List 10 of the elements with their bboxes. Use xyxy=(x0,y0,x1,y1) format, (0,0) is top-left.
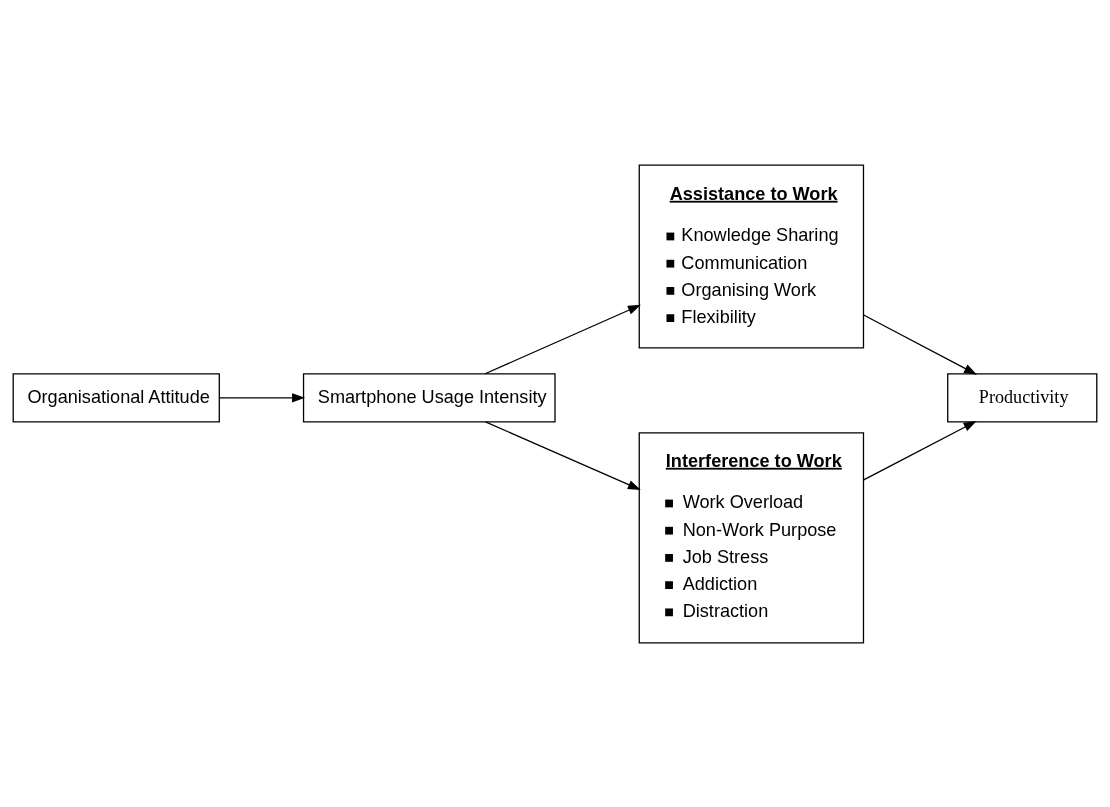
arrow xyxy=(863,420,977,481)
node-box: Organisational Attitude xyxy=(12,372,220,422)
arrow xyxy=(484,304,641,374)
node-box: Assistance to Work Knowledge Sharing Communication Organising Work Flexibility xyxy=(638,164,865,349)
node-box: Interference to Work Work Overload Non-Work Purpose Job Stress Addiction Distraction xyxy=(638,431,865,643)
node-box: Smartphone Usage Intensity xyxy=(302,372,556,422)
arrow xyxy=(484,420,641,490)
arrow xyxy=(863,313,977,375)
node-box: Productivity xyxy=(947,372,1098,422)
arrow xyxy=(218,392,306,402)
